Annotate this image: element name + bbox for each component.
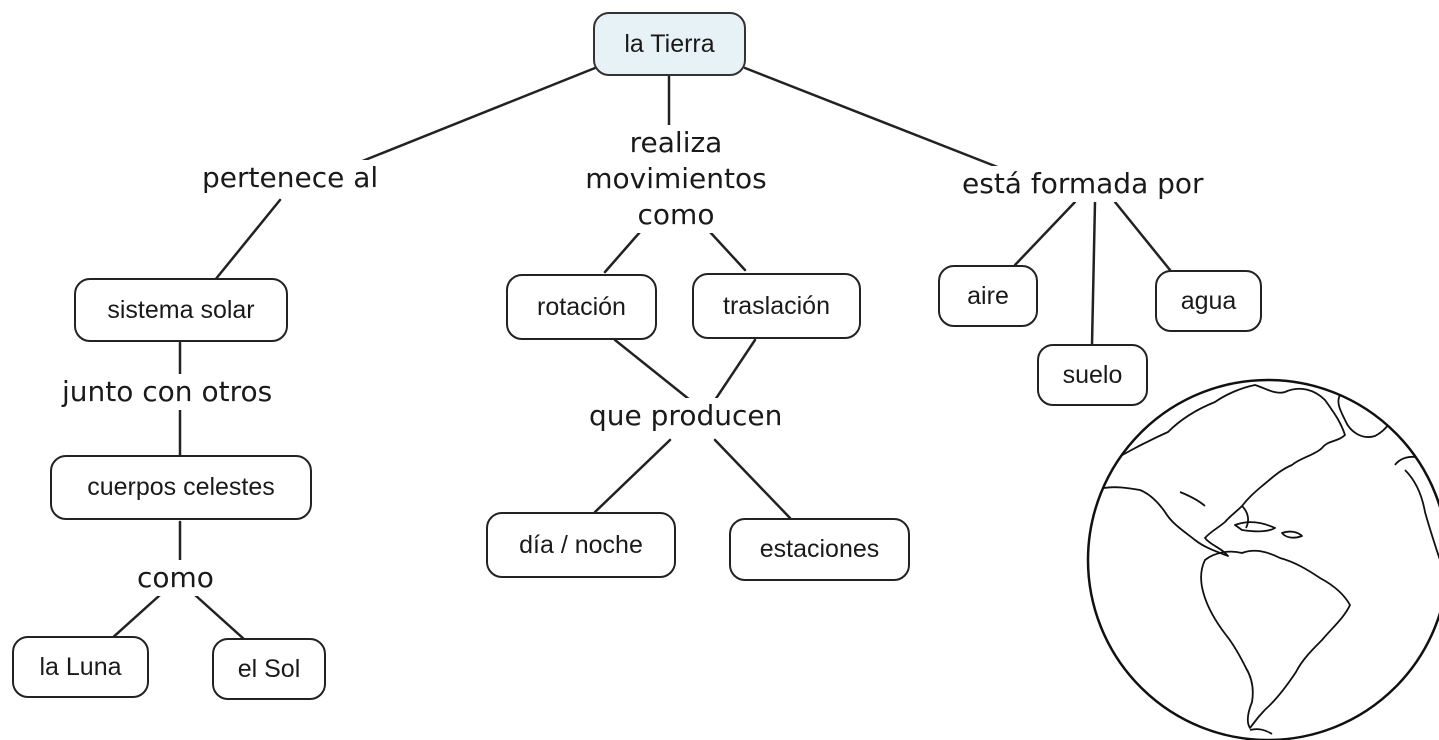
- gulf-detail: [1179, 491, 1249, 529]
- tierra-del-fuego: [1249, 728, 1273, 735]
- north-america-outline: [1097, 384, 1346, 557]
- concept-la-luna: la Luna: [12, 636, 149, 698]
- concept-la-tierra: la Tierra: [593, 12, 746, 76]
- concept-el-sol: el Sol: [212, 638, 326, 700]
- connector: [593, 438, 672, 514]
- link-junto-con-otros: junto con otros: [58, 374, 277, 410]
- connector: [713, 438, 792, 520]
- link-line: realiza: [629, 126, 723, 159]
- connector: [193, 593, 247, 642]
- connector: [213, 198, 282, 282]
- concept-suelo: suelo: [1037, 344, 1148, 406]
- concept-rotacion: rotación: [506, 274, 657, 340]
- connector: [1090, 200, 1097, 347]
- connector: [613, 338, 692, 402]
- concept-sistema-solar: sistema solar: [74, 278, 288, 342]
- concept-dia-noche: día / noche: [486, 512, 676, 578]
- connector: [1013, 200, 1077, 267]
- south-america-outline: [1200, 549, 1351, 729]
- link-pertenece-al: pertenece al: [198, 160, 383, 196]
- link-line: como: [637, 198, 715, 231]
- link-line: movimientos: [585, 162, 767, 195]
- connector: [713, 338, 757, 402]
- connector: [603, 230, 642, 274]
- link-como: como: [133, 560, 218, 596]
- globe-outline: [1086, 378, 1439, 740]
- connector: [708, 230, 747, 272]
- concept-cuerpos-celestes: cuerpos celestes: [50, 455, 312, 520]
- link-realiza-movimientos-como: realiza movimientos como: [577, 125, 775, 233]
- caribbean-island: [1281, 530, 1303, 539]
- link-esta-formada-por: está formada por: [958, 166, 1208, 202]
- globe-illustration: [1086, 378, 1439, 740]
- cuba-outline: [1234, 521, 1276, 533]
- connector: [743, 66, 1002, 170]
- link-que-producen: que producen: [585, 398, 787, 434]
- concept-estaciones: estaciones: [729, 518, 910, 581]
- connector: [343, 66, 597, 170]
- connector: [108, 593, 162, 642]
- concept-agua: agua: [1155, 270, 1262, 332]
- concept-traslacion: traslación: [692, 273, 861, 339]
- connector: [1113, 200, 1172, 272]
- concept-aire: aire: [938, 265, 1038, 327]
